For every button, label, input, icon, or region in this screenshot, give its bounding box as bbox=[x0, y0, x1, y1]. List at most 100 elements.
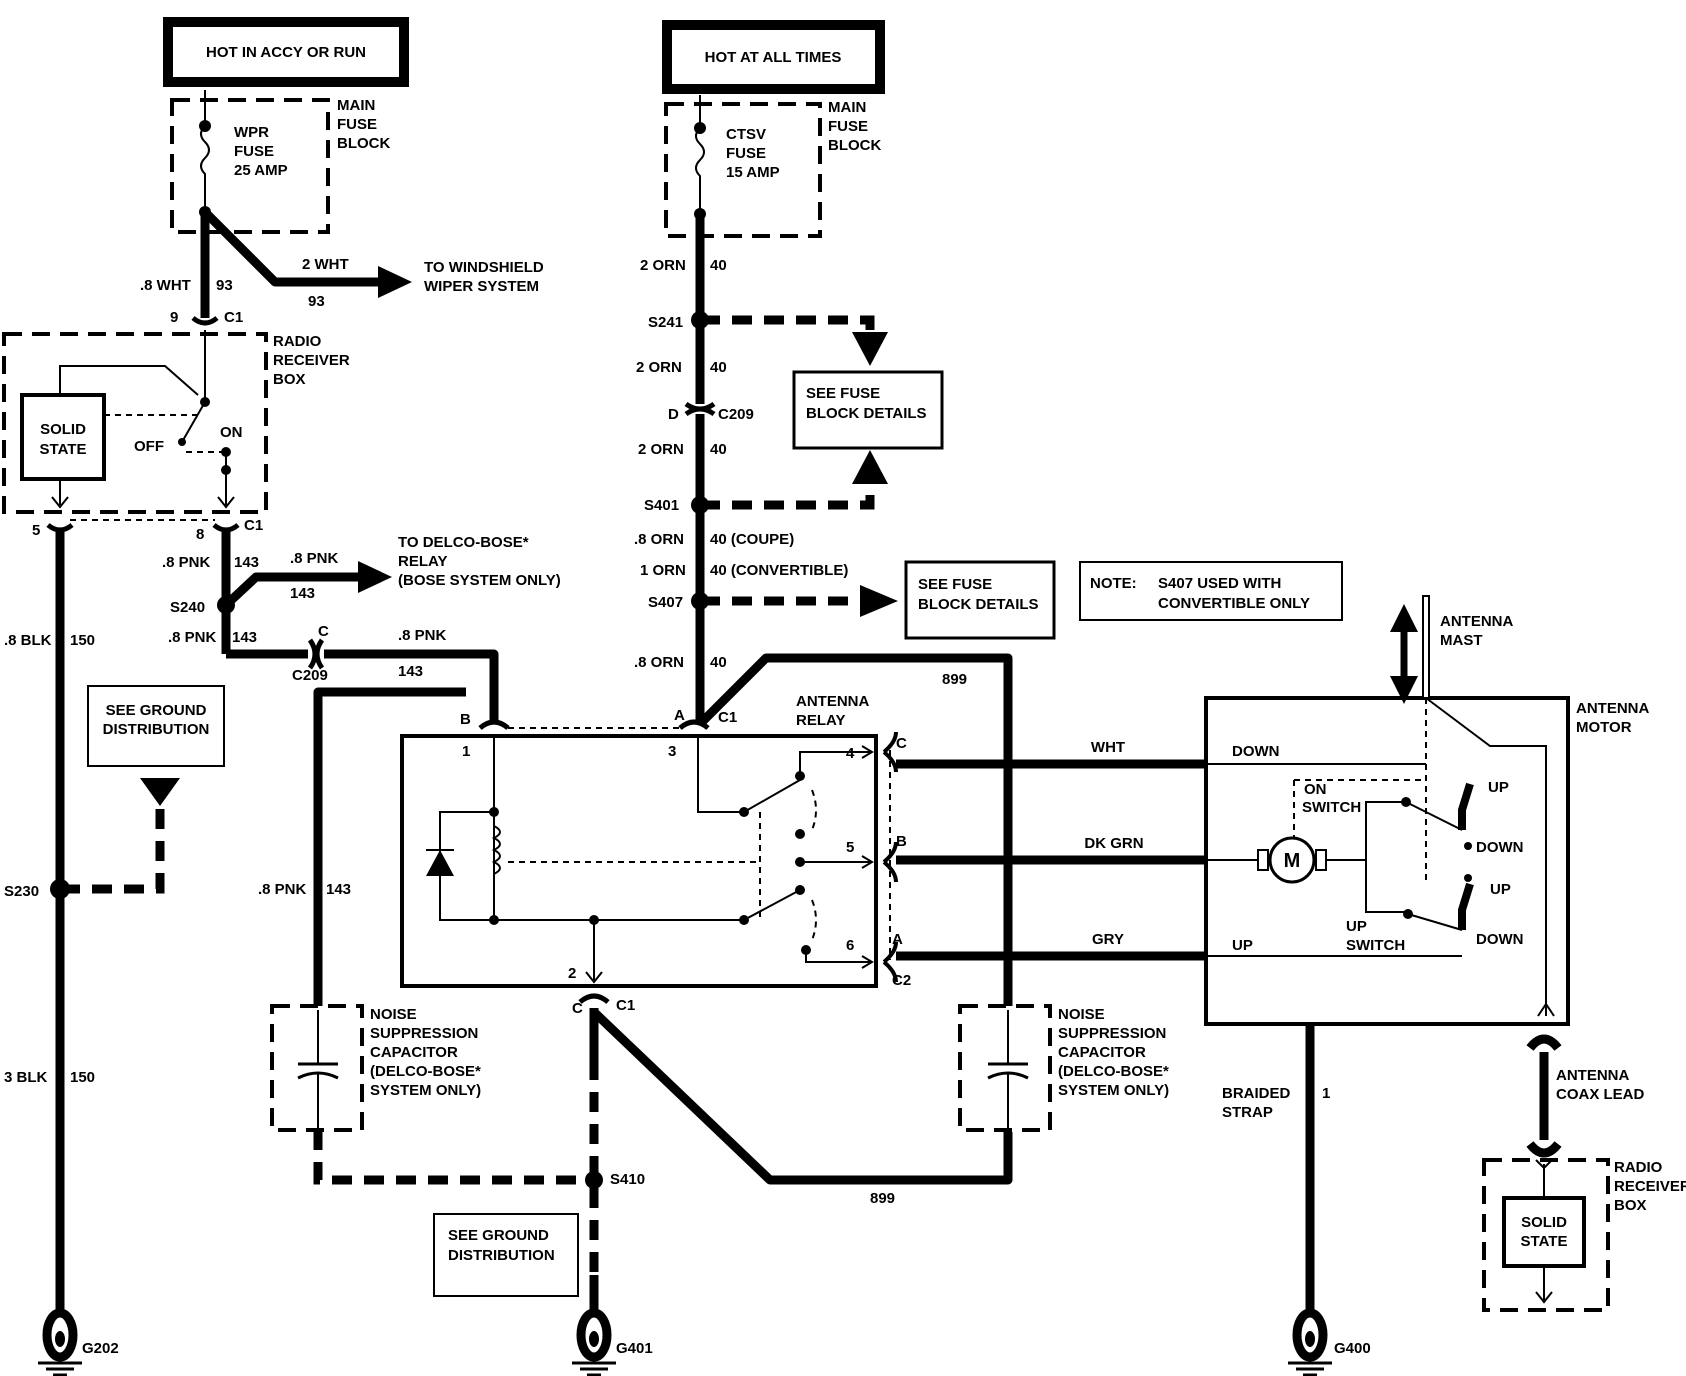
up-switch-2: SWITCH bbox=[1346, 937, 1405, 954]
mast-label-2: MAST bbox=[1440, 632, 1483, 649]
pink-branch-wire: .8 PNK bbox=[290, 550, 339, 567]
fuse-left-label: FUSE bbox=[234, 143, 274, 160]
circuit-899: 899 899 bbox=[590, 653, 1013, 1207]
motor-title-1: ANTENNA bbox=[1576, 700, 1649, 717]
splice-s240: S240 bbox=[170, 599, 205, 616]
ground-g400: G400 bbox=[1334, 1340, 1371, 1357]
main-fuse-block-right-3: BLOCK bbox=[828, 137, 881, 154]
c209-pin-d: D bbox=[668, 406, 679, 423]
radio-pin-5: 5 bbox=[32, 522, 40, 539]
motor-up-label: UP bbox=[1232, 937, 1253, 954]
splice-s410: S410 bbox=[610, 1171, 645, 1188]
relay-pin-a: A bbox=[674, 707, 685, 724]
see-ground-left-2: DISTRIBUTION bbox=[103, 721, 210, 738]
main-fuse-block-left-1: MAIN bbox=[337, 97, 375, 114]
sw-down-2: DOWN bbox=[1476, 931, 1524, 948]
c209-pin-c: C bbox=[318, 623, 329, 640]
orange-circuit-1: 40 bbox=[710, 257, 727, 274]
strap-circuit: 1 bbox=[1322, 1085, 1330, 1102]
ground-left: .8 BLK 150 S230 3 BLK 150 SEE GROUND DIS… bbox=[4, 530, 225, 1375]
note-line-1: S407 USED WITH bbox=[1158, 575, 1281, 592]
cap-left-3: CAPACITOR bbox=[370, 1044, 458, 1061]
see-fuse-top-1: SEE FUSE bbox=[806, 385, 880, 402]
up-switch-1: UP bbox=[1346, 918, 1367, 935]
fuse-right-name: CTSV bbox=[726, 126, 766, 143]
radio-box-3: BOX bbox=[273, 371, 306, 388]
orange-circuit-4: 40 (COUPE) bbox=[710, 531, 794, 548]
relay-p5: 5 bbox=[846, 839, 854, 856]
c899-bottom: 899 bbox=[870, 1190, 895, 1207]
relay-p4: 4 bbox=[846, 745, 855, 762]
radio-c1-bottom: C1 bbox=[244, 517, 263, 534]
relay-pin-b: B bbox=[460, 711, 471, 728]
power-box-all-times: HOT AT ALL TIMES bbox=[662, 20, 885, 94]
radio-receiver-box-left: 9 C1 RADIO RECEIVER BOX SOLID STATE OFF … bbox=[2, 309, 350, 543]
relay-p2: 2 bbox=[568, 965, 576, 982]
orange-wire-4: .8 ORN bbox=[634, 531, 684, 548]
relay-c1-top: C1 bbox=[718, 709, 737, 726]
conn-c: C bbox=[896, 735, 907, 752]
ground-g401: G401 bbox=[616, 1340, 653, 1357]
antenna-motor: ANTENNA MOTOR ANTENNA MAST DOWN UP M bbox=[1204, 595, 1649, 1026]
wire-wht: WHT bbox=[1091, 739, 1125, 756]
orange-circuit-3: 40 bbox=[710, 441, 727, 458]
switch-off-label: OFF bbox=[134, 438, 164, 455]
orange-circuit-2: 40 bbox=[710, 359, 727, 376]
orange-circuit-6: 40 bbox=[710, 654, 727, 671]
orange-circuit-5: 40 (CONVERTIBLE) bbox=[710, 562, 848, 579]
cap-right-1: NOISE bbox=[1058, 1006, 1105, 1023]
see-ground-mid-2: DISTRIBUTION bbox=[448, 1247, 555, 1264]
solid-state-right-1: SOLID bbox=[1521, 1214, 1567, 1231]
orange-wire-1: 2 ORN bbox=[640, 257, 686, 274]
ground-circuit-2: 150 bbox=[70, 1069, 95, 1086]
splice-s407: S407 bbox=[648, 594, 683, 611]
see-fuse-mid-2: BLOCK DETAILS bbox=[918, 596, 1039, 613]
see-ground-mid-1: SEE GROUND bbox=[448, 1227, 549, 1244]
cap-right-5: SYSTEM ONLY) bbox=[1058, 1082, 1169, 1099]
cap-left-5: SYSTEM ONLY) bbox=[370, 1082, 481, 1099]
relay-p6: 6 bbox=[846, 937, 854, 954]
ground-circuit-1: 150 bbox=[70, 632, 95, 649]
wiper-circuit-right: 93 bbox=[308, 293, 325, 310]
ground-g202: G202 bbox=[82, 1340, 119, 1357]
pink-circuit-3: 143 bbox=[398, 663, 423, 680]
bose-dest-2: RELAY bbox=[398, 553, 447, 570]
coax-1: ANTENNA bbox=[1556, 1067, 1629, 1084]
pink-wire-1: .8 PNK bbox=[162, 554, 211, 571]
mast-label-1: ANTENNA bbox=[1440, 613, 1513, 630]
see-ground-left-1: SEE GROUND bbox=[106, 702, 207, 719]
orange-circuit-40: 2 ORN 40 S241 2 ORN 40 D C209 2 ORN 40 S… bbox=[634, 214, 1343, 724]
c209-right: C209 bbox=[718, 406, 754, 423]
motor-down-label: DOWN bbox=[1232, 743, 1280, 760]
fuse-left-amp: 25 AMP bbox=[234, 162, 288, 179]
orange-wire-2: 2 ORN bbox=[636, 359, 682, 376]
main-fuse-block-right-1: MAIN bbox=[828, 99, 866, 116]
radio-box-2: RECEIVER bbox=[273, 352, 350, 369]
fuse-right-label: FUSE bbox=[726, 145, 766, 162]
splice-s230: S230 bbox=[4, 883, 39, 900]
cap-left-1: NOISE bbox=[370, 1006, 417, 1023]
radio-right-2: RECEIVER bbox=[1614, 1178, 1686, 1195]
main-fuse-block-right-2: FUSE bbox=[828, 118, 868, 135]
relay-c1-bottom: C1 bbox=[616, 997, 635, 1014]
conn-b: B bbox=[896, 833, 907, 850]
switch-on-label: ON bbox=[220, 424, 243, 441]
ground-wire-1: .8 BLK bbox=[4, 632, 52, 649]
antenna-relay: ANTENNA RELAY B A C1 1 3 4 5 6 2 bbox=[400, 693, 911, 1017]
orange-wire-6: .8 ORN bbox=[634, 654, 684, 671]
radio-right-1: RADIO bbox=[1614, 1159, 1663, 1176]
radio-box-1: RADIO bbox=[273, 333, 322, 350]
motor-m: M bbox=[1284, 850, 1301, 872]
solid-state-right-2: STATE bbox=[1521, 1233, 1568, 1250]
splice-s401: S401 bbox=[644, 497, 679, 514]
fuse-block-right: CTSV FUSE 15 AMP MAIN FUSE BLOCK bbox=[664, 95, 881, 238]
c209-left: C209 bbox=[292, 667, 328, 684]
wiper-dest-2: WIPER SYSTEM bbox=[424, 278, 539, 295]
relay-title-1: ANTENNA bbox=[796, 693, 869, 710]
c899-top: 899 bbox=[942, 671, 967, 688]
pink-circuit-1: 143 bbox=[234, 554, 259, 571]
fuse-right-amp: 15 AMP bbox=[726, 164, 780, 181]
power-box-accy-run: HOT IN ACCY OR RUN bbox=[163, 17, 409, 87]
on-switch-1: ON bbox=[1304, 781, 1327, 798]
wiper-wire-left: .8 WHT bbox=[140, 277, 191, 294]
